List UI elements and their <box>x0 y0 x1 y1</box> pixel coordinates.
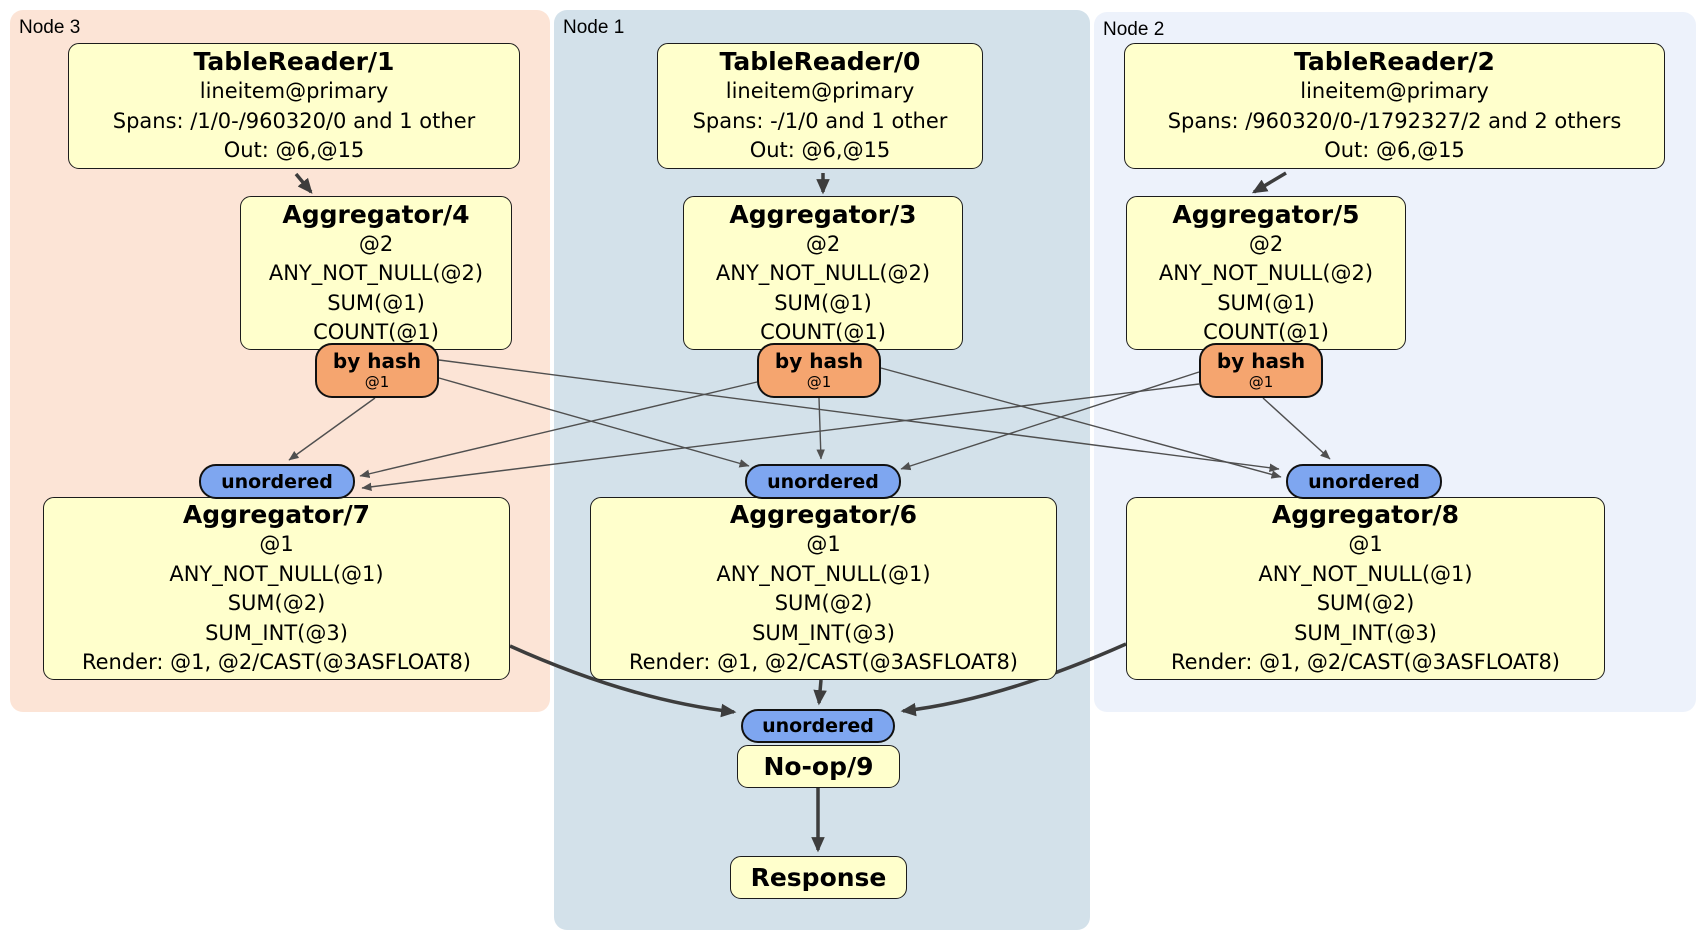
router-by-hash-4: by hash @1 <box>315 343 439 398</box>
processor-detail: SUM(@2) <box>774 591 873 616</box>
processor-detail: @2 <box>1248 231 1284 256</box>
processor-detail: Render: @1, @2/CAST(@3ASFLOAT8) <box>628 650 1019 675</box>
processor-detail: ANY_NOT_NULL(@2) <box>1158 261 1374 285</box>
processor-title: No-op/9 <box>763 752 874 781</box>
stream-label: unordered <box>767 470 879 493</box>
processor-tablereader-1: TableReader/1 lineitem@primary Spans: /1… <box>68 43 520 169</box>
processor-detail: ANY_NOT_NULL(@1) <box>716 561 931 586</box>
router-label: by hash <box>774 349 864 373</box>
stream-unordered-final: unordered <box>741 709 895 743</box>
processor-detail: ANY_NOT_NULL(@1) <box>169 561 384 586</box>
processor-detail: SUM(@1) <box>327 290 425 315</box>
edge-byhash3-unordered8 <box>880 367 1282 479</box>
processor-detail: SUM(@1) <box>774 290 872 315</box>
processor-aggregator-6: Aggregator/6 @1 ANY_NOT_NULL(@1) SUM(@2)… <box>590 497 1057 680</box>
processor-detail: ANY_NOT_NULL(@2) <box>268 261 484 285</box>
processor-detail: SUM_INT(@3) <box>1294 620 1437 645</box>
processor-detail: Render: @1, @2/CAST(@3ASFLOAT8) <box>81 650 472 675</box>
processor-tablereader-0: TableReader/0 lineitem@primary Spans: -/… <box>657 43 983 169</box>
processor-title: TableReader/2 <box>1294 47 1495 77</box>
edge-byhash4-unordered7 <box>288 397 376 461</box>
processor-title: Aggregator/4 <box>282 199 470 229</box>
processor-detail: @2 <box>805 231 841 256</box>
processor-detail: Spans: /1/0-/960320/0 and 1 other <box>112 108 476 133</box>
edge-tablereader2-aggregator5 <box>1251 171 1287 194</box>
edge-aggregator8-unordered-final <box>900 642 1127 717</box>
router-column: @1 <box>364 373 390 391</box>
processor-title: Aggregator/7 <box>182 500 371 530</box>
processor-tablereader-2: TableReader/2 lineitem@primary Spans: /9… <box>1124 43 1665 169</box>
processor-detail: SUM_INT(@3) <box>205 620 348 645</box>
edge-byhash5-unordered7 <box>361 383 1200 492</box>
processor-detail: COUNT(@1) <box>1203 320 1329 344</box>
processor-detail: ANY_NOT_NULL(@1) <box>1258 561 1473 586</box>
region-node3-label: Node 3 <box>19 17 81 38</box>
processor-detail: SUM_INT(@3) <box>752 620 895 645</box>
edge-aggregator7-unordered-final <box>509 644 737 718</box>
processor-detail: SUM(@1) <box>1217 290 1315 315</box>
edge-tablereader1-aggregator4 <box>294 172 313 194</box>
processor-title: TableReader/0 <box>719 47 921 77</box>
processor-detail: COUNT(@1) <box>760 320 886 344</box>
router-label: by hash <box>332 349 422 373</box>
edge-aggregator6-unordered-final <box>813 679 827 706</box>
stream-label: unordered <box>221 470 333 493</box>
processor-detail: Spans: -/1/0 and 1 other <box>692 108 948 133</box>
processor-detail: SUM(@2) <box>227 591 326 616</box>
router-by-hash-5: by hash @1 <box>1199 343 1323 398</box>
router-label: by hash <box>1216 349 1306 373</box>
edge-byhash4-unordered8 <box>438 359 1280 472</box>
processor-detail: Out: @6,@15 <box>223 138 365 163</box>
router-column: @1 <box>806 373 832 391</box>
processor-aggregator-3: Aggregator/3 @2 ANY_NOT_NULL(@2) SUM(@1)… <box>683 196 963 350</box>
processor-detail: Out: @6,@15 <box>749 138 891 163</box>
stream-unordered-6: unordered <box>745 464 901 499</box>
processor-detail: lineitem@primary <box>725 79 915 104</box>
region-node2-label: Node 2 <box>1103 19 1165 40</box>
processor-title: TableReader/1 <box>193 47 395 77</box>
edge-byhash5-unordered6 <box>900 371 1200 471</box>
processor-title: Aggregator/6 <box>729 500 918 530</box>
router-by-hash-3: by hash @1 <box>757 343 881 398</box>
processor-detail: Render: @1, @2/CAST(@3ASFLOAT8) <box>1170 650 1561 675</box>
processor-detail: Spans: /960320/0-/1792327/2 and 2 others <box>1167 108 1622 133</box>
processor-aggregator-7: Aggregator/7 @1 ANY_NOT_NULL(@1) SUM(@2)… <box>43 497 510 680</box>
stream-label: unordered <box>1308 470 1420 493</box>
processor-detail: COUNT(@1) <box>313 320 439 344</box>
processor-aggregator-4: Aggregator/4 @2 ANY_NOT_NULL(@2) SUM(@1)… <box>240 196 512 350</box>
processor-title: Aggregator/8 <box>1271 500 1460 530</box>
processor-title: Aggregator/3 <box>729 199 917 229</box>
processor-detail: @1 <box>259 532 294 557</box>
router-column: @1 <box>1248 373 1274 391</box>
region-node1-label: Node 1 <box>563 17 625 38</box>
processor-detail: SUM(@2) <box>1316 591 1415 616</box>
processor-detail: @2 <box>358 231 394 256</box>
processor-detail: @1 <box>1348 532 1383 557</box>
processor-detail: @1 <box>806 532 841 557</box>
edge-byhash3-unordered6 <box>816 397 825 460</box>
processor-detail: lineitem@primary <box>1300 79 1489 104</box>
edge-byhash3-unordered7 <box>359 381 758 478</box>
stream-unordered-7: unordered <box>199 464 355 499</box>
processor-title: Response <box>750 863 887 892</box>
processor-aggregator-5: Aggregator/5 @2 ANY_NOT_NULL(@2) SUM(@1)… <box>1126 196 1406 350</box>
processor-noop-9: No-op/9 <box>737 745 900 788</box>
processor-response: Response <box>730 856 907 899</box>
processor-aggregator-8: Aggregator/8 @1 ANY_NOT_NULL(@1) SUM(@2)… <box>1126 497 1605 680</box>
processor-title: Aggregator/5 <box>1172 199 1360 229</box>
processor-detail: ANY_NOT_NULL(@2) <box>715 261 931 285</box>
stream-label: unordered <box>762 715 874 737</box>
stream-unordered-8: unordered <box>1286 464 1442 499</box>
processor-detail: Out: @6,@15 <box>1324 138 1465 163</box>
edge-byhash5-unordered8 <box>1262 397 1331 460</box>
edge-byhash4-unordered6 <box>438 377 750 468</box>
processor-detail: lineitem@primary <box>199 79 389 104</box>
